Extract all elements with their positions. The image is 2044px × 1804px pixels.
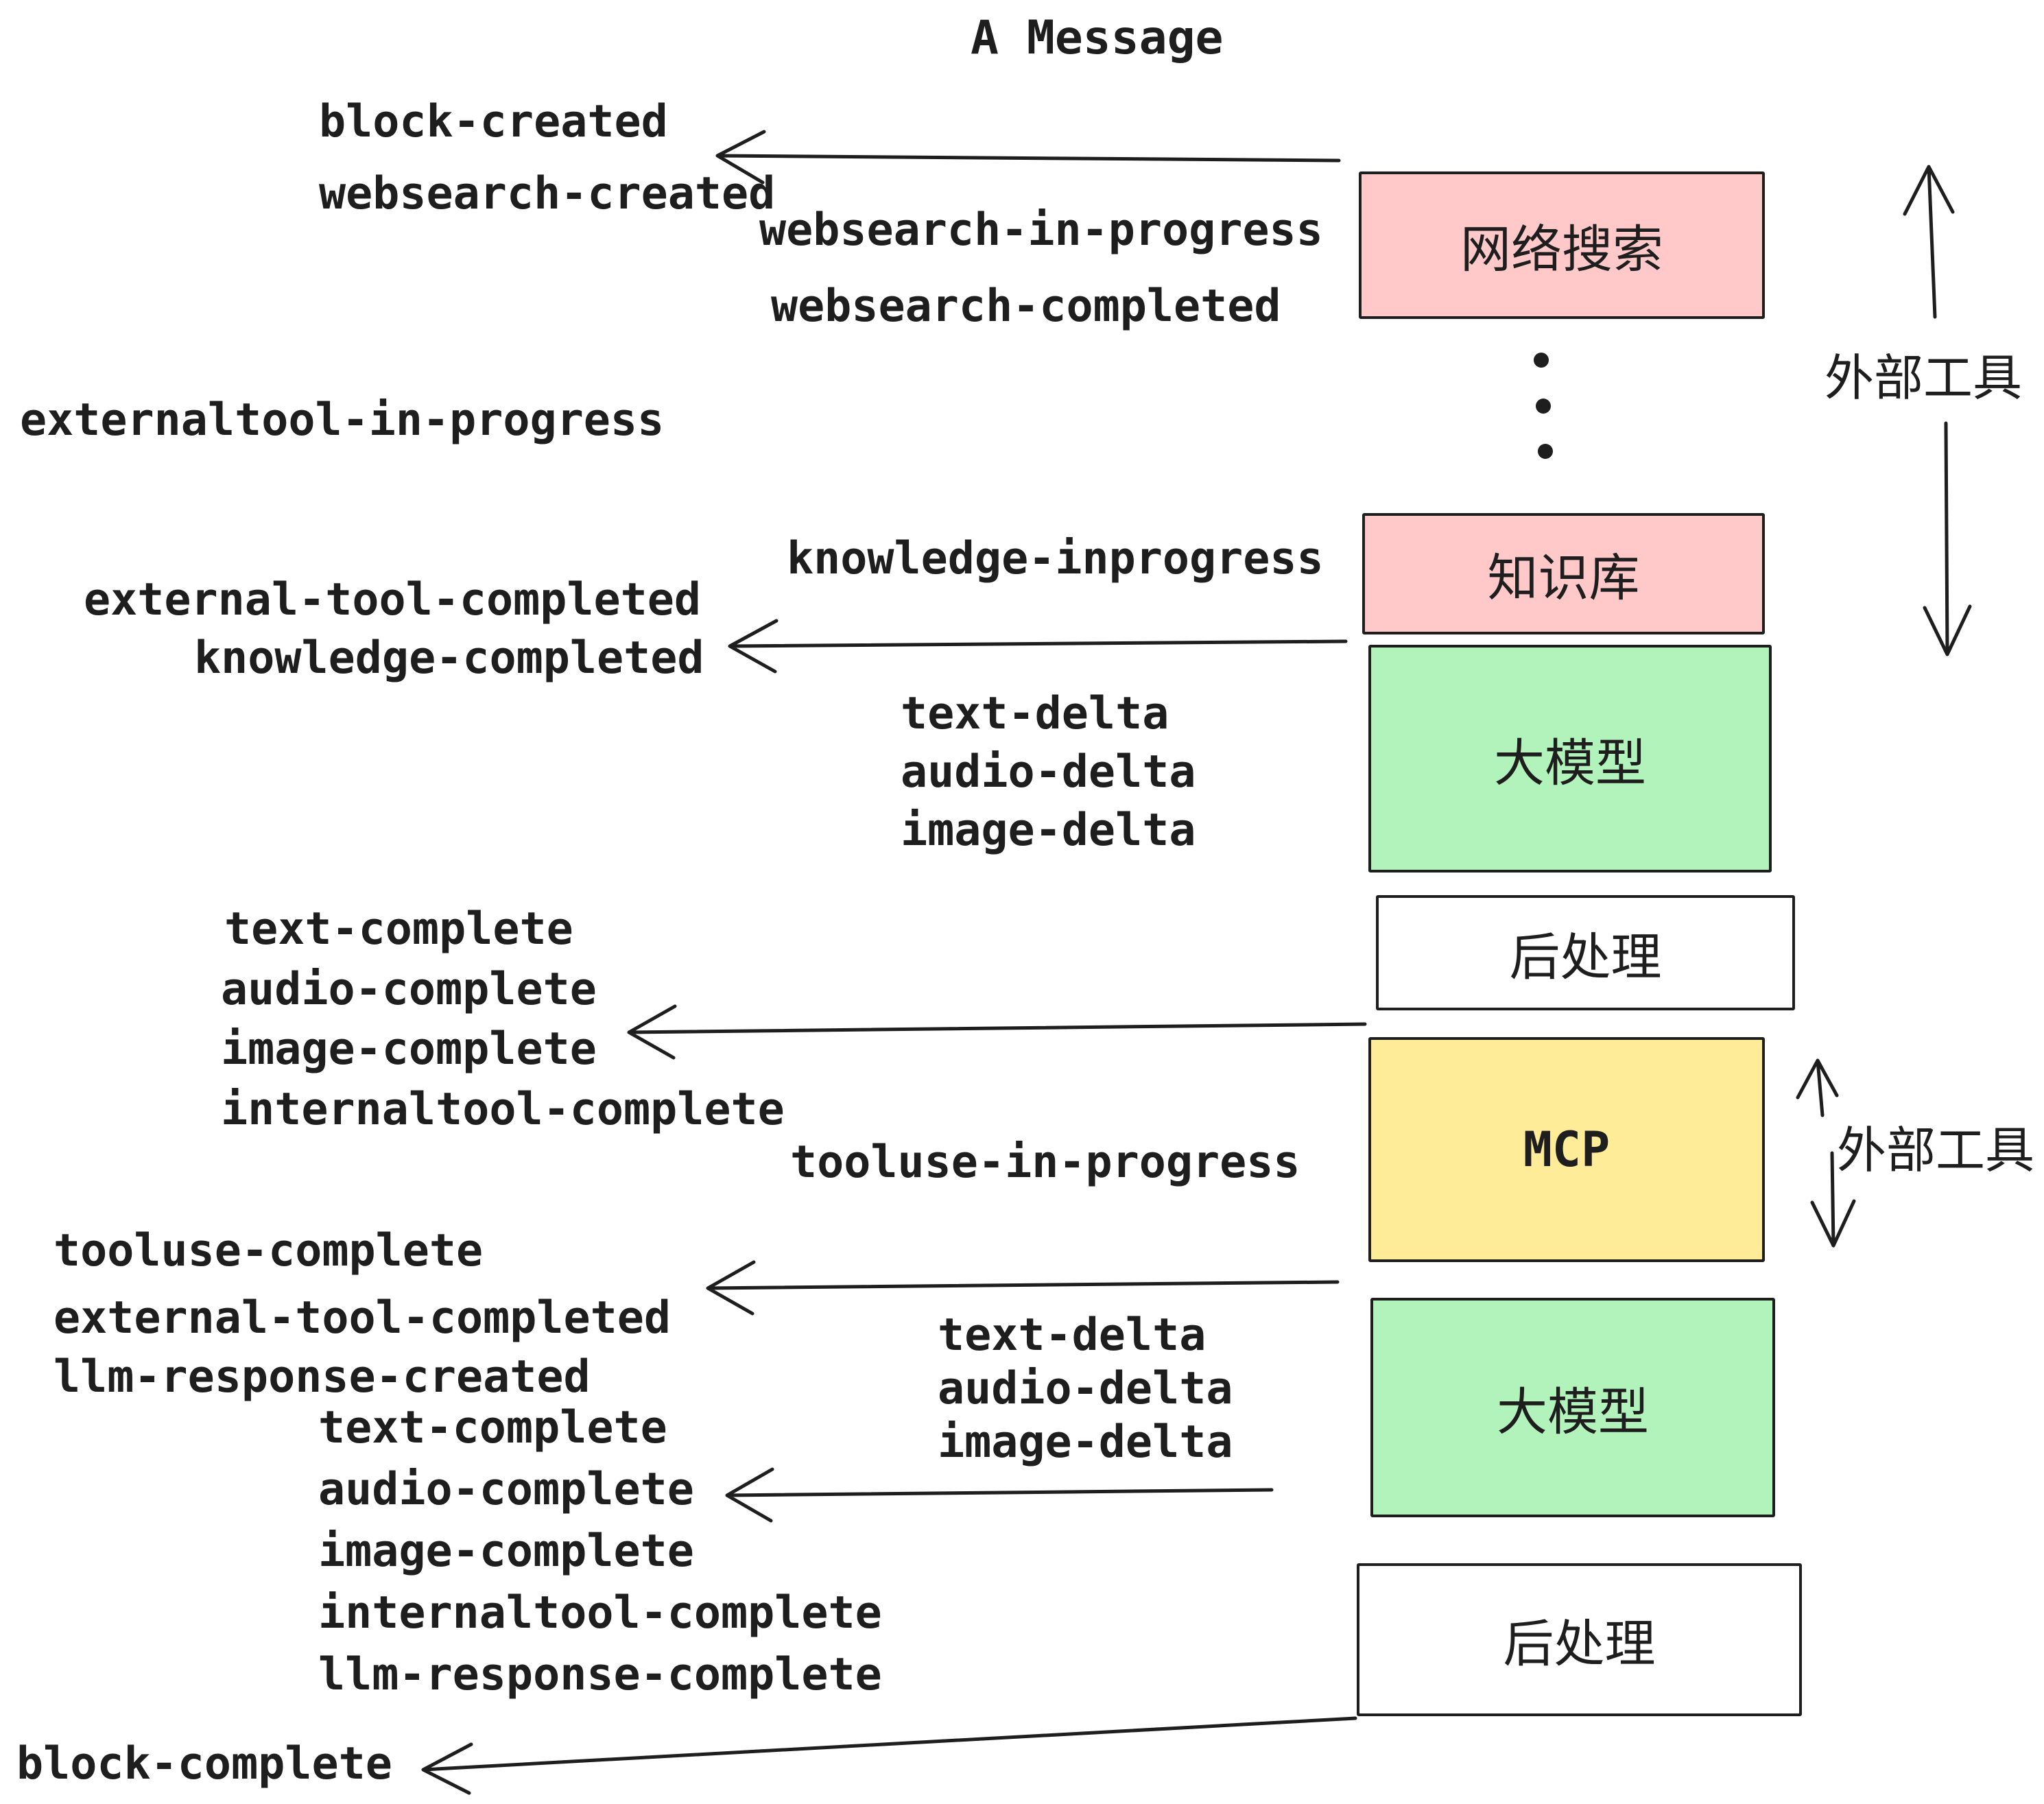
websearch-box-label: 网络搜索 bbox=[1460, 220, 1663, 279]
event-block-complete: block-complete bbox=[16, 1738, 392, 1790]
arrow-llm2-to-tooluse-complete bbox=[706, 1260, 1340, 1316]
event-internaltool-complete-2: internaltool-complete bbox=[318, 1587, 882, 1639]
arrow-post1-to-complete-list bbox=[627, 1004, 1367, 1060]
event-image-delta-2: image-delta bbox=[938, 1416, 1233, 1468]
external-tools-top-up-arrow bbox=[1903, 165, 1955, 319]
event-external-tool-completed-2: external-tool-completed bbox=[54, 1292, 672, 1344]
llm-box-1: 大模型 bbox=[1368, 645, 1772, 873]
external-tools-label-mcp: 外部工具 bbox=[1837, 1121, 2035, 1179]
page-title: A Message bbox=[971, 11, 1224, 65]
event-audio-complete-2: audio-complete bbox=[318, 1464, 694, 1515]
event-external-tool-completed: external-tool-completed bbox=[84, 574, 702, 626]
external-tools-label-top: 外部工具 bbox=[1825, 349, 2023, 407]
event-audio-complete: audio-complete bbox=[221, 964, 597, 1015]
event-knowledge-inprogress: knowledge-inprogress bbox=[787, 533, 1324, 584]
external-tools-top-down-arrow bbox=[1923, 421, 1972, 656]
knowledge-box: 知识库 bbox=[1362, 513, 1765, 634]
external-tools-mcp-down-arrow bbox=[1810, 1151, 1856, 1248]
external-tools-mcp-up-arrow bbox=[1796, 1058, 1839, 1117]
ellipsis-dot bbox=[1538, 444, 1553, 459]
event-text-delta: text-delta bbox=[901, 688, 1169, 739]
postprocess-box-2: 后处理 bbox=[1357, 1563, 1802, 1716]
event-knowledge-completed: knowledge-completed bbox=[194, 632, 704, 684]
event-image-complete: image-complete bbox=[221, 1023, 597, 1075]
event-block-created: block-created bbox=[319, 96, 668, 147]
postprocess-box-2-label: 后处理 bbox=[1503, 1615, 1656, 1674]
event-audio-delta-2: audio-delta bbox=[938, 1363, 1233, 1414]
ellipsis-dot bbox=[1534, 353, 1549, 368]
event-text-delta-2: text-delta bbox=[938, 1309, 1207, 1361]
event-internaltool-complete: internaltool-complete bbox=[221, 1084, 785, 1135]
arrow-post2-to-block-complete bbox=[421, 1716, 1357, 1795]
postprocess-box-1: 后处理 bbox=[1376, 895, 1795, 1010]
postprocess-box-1-label: 后处理 bbox=[1509, 927, 1662, 987]
llm-box-1-label: 大模型 bbox=[1494, 733, 1646, 793]
event-websearch-in-progress: websearch-in-progress bbox=[759, 204, 1323, 256]
event-externaltool-in-progress: externaltool-in-progress bbox=[20, 394, 665, 446]
ellipsis-dot bbox=[1536, 399, 1551, 414]
arrow-llm1-to-knowledge-completed bbox=[728, 619, 1348, 674]
mcp-box: MCP bbox=[1368, 1037, 1765, 1262]
vertical-ellipsis bbox=[1534, 353, 1553, 459]
llm-box-2-label: 大模型 bbox=[1497, 1382, 1649, 1442]
event-audio-delta: audio-delta bbox=[901, 746, 1196, 798]
event-text-complete: text-complete bbox=[224, 903, 573, 955]
llm-box-2: 大模型 bbox=[1370, 1298, 1775, 1517]
event-image-delta: image-delta bbox=[901, 805, 1196, 856]
event-tooluse-in-progress: tooluse-in-progress bbox=[790, 1137, 1300, 1188]
event-llm-response-complete: llm-response-complete bbox=[318, 1649, 882, 1700]
arrow-websearch-to-created bbox=[715, 130, 1341, 185]
event-tooluse-complete: tooluse-complete bbox=[54, 1225, 484, 1277]
event-websearch-completed: websearch-completed bbox=[771, 281, 1281, 332]
event-llm-response-created: llm-response-created bbox=[54, 1351, 591, 1403]
knowledge-box-label: 知识库 bbox=[1487, 549, 1640, 608]
event-image-complete-2: image-complete bbox=[318, 1526, 694, 1577]
event-text-complete-2: text-complete bbox=[318, 1402, 667, 1453]
websearch-box: 网络搜索 bbox=[1359, 171, 1765, 319]
mcp-box-label: MCP bbox=[1523, 1121, 1611, 1178]
arrow-llm2-to-audio-complete bbox=[725, 1467, 1274, 1523]
event-websearch-created: websearch-created bbox=[319, 168, 776, 219]
